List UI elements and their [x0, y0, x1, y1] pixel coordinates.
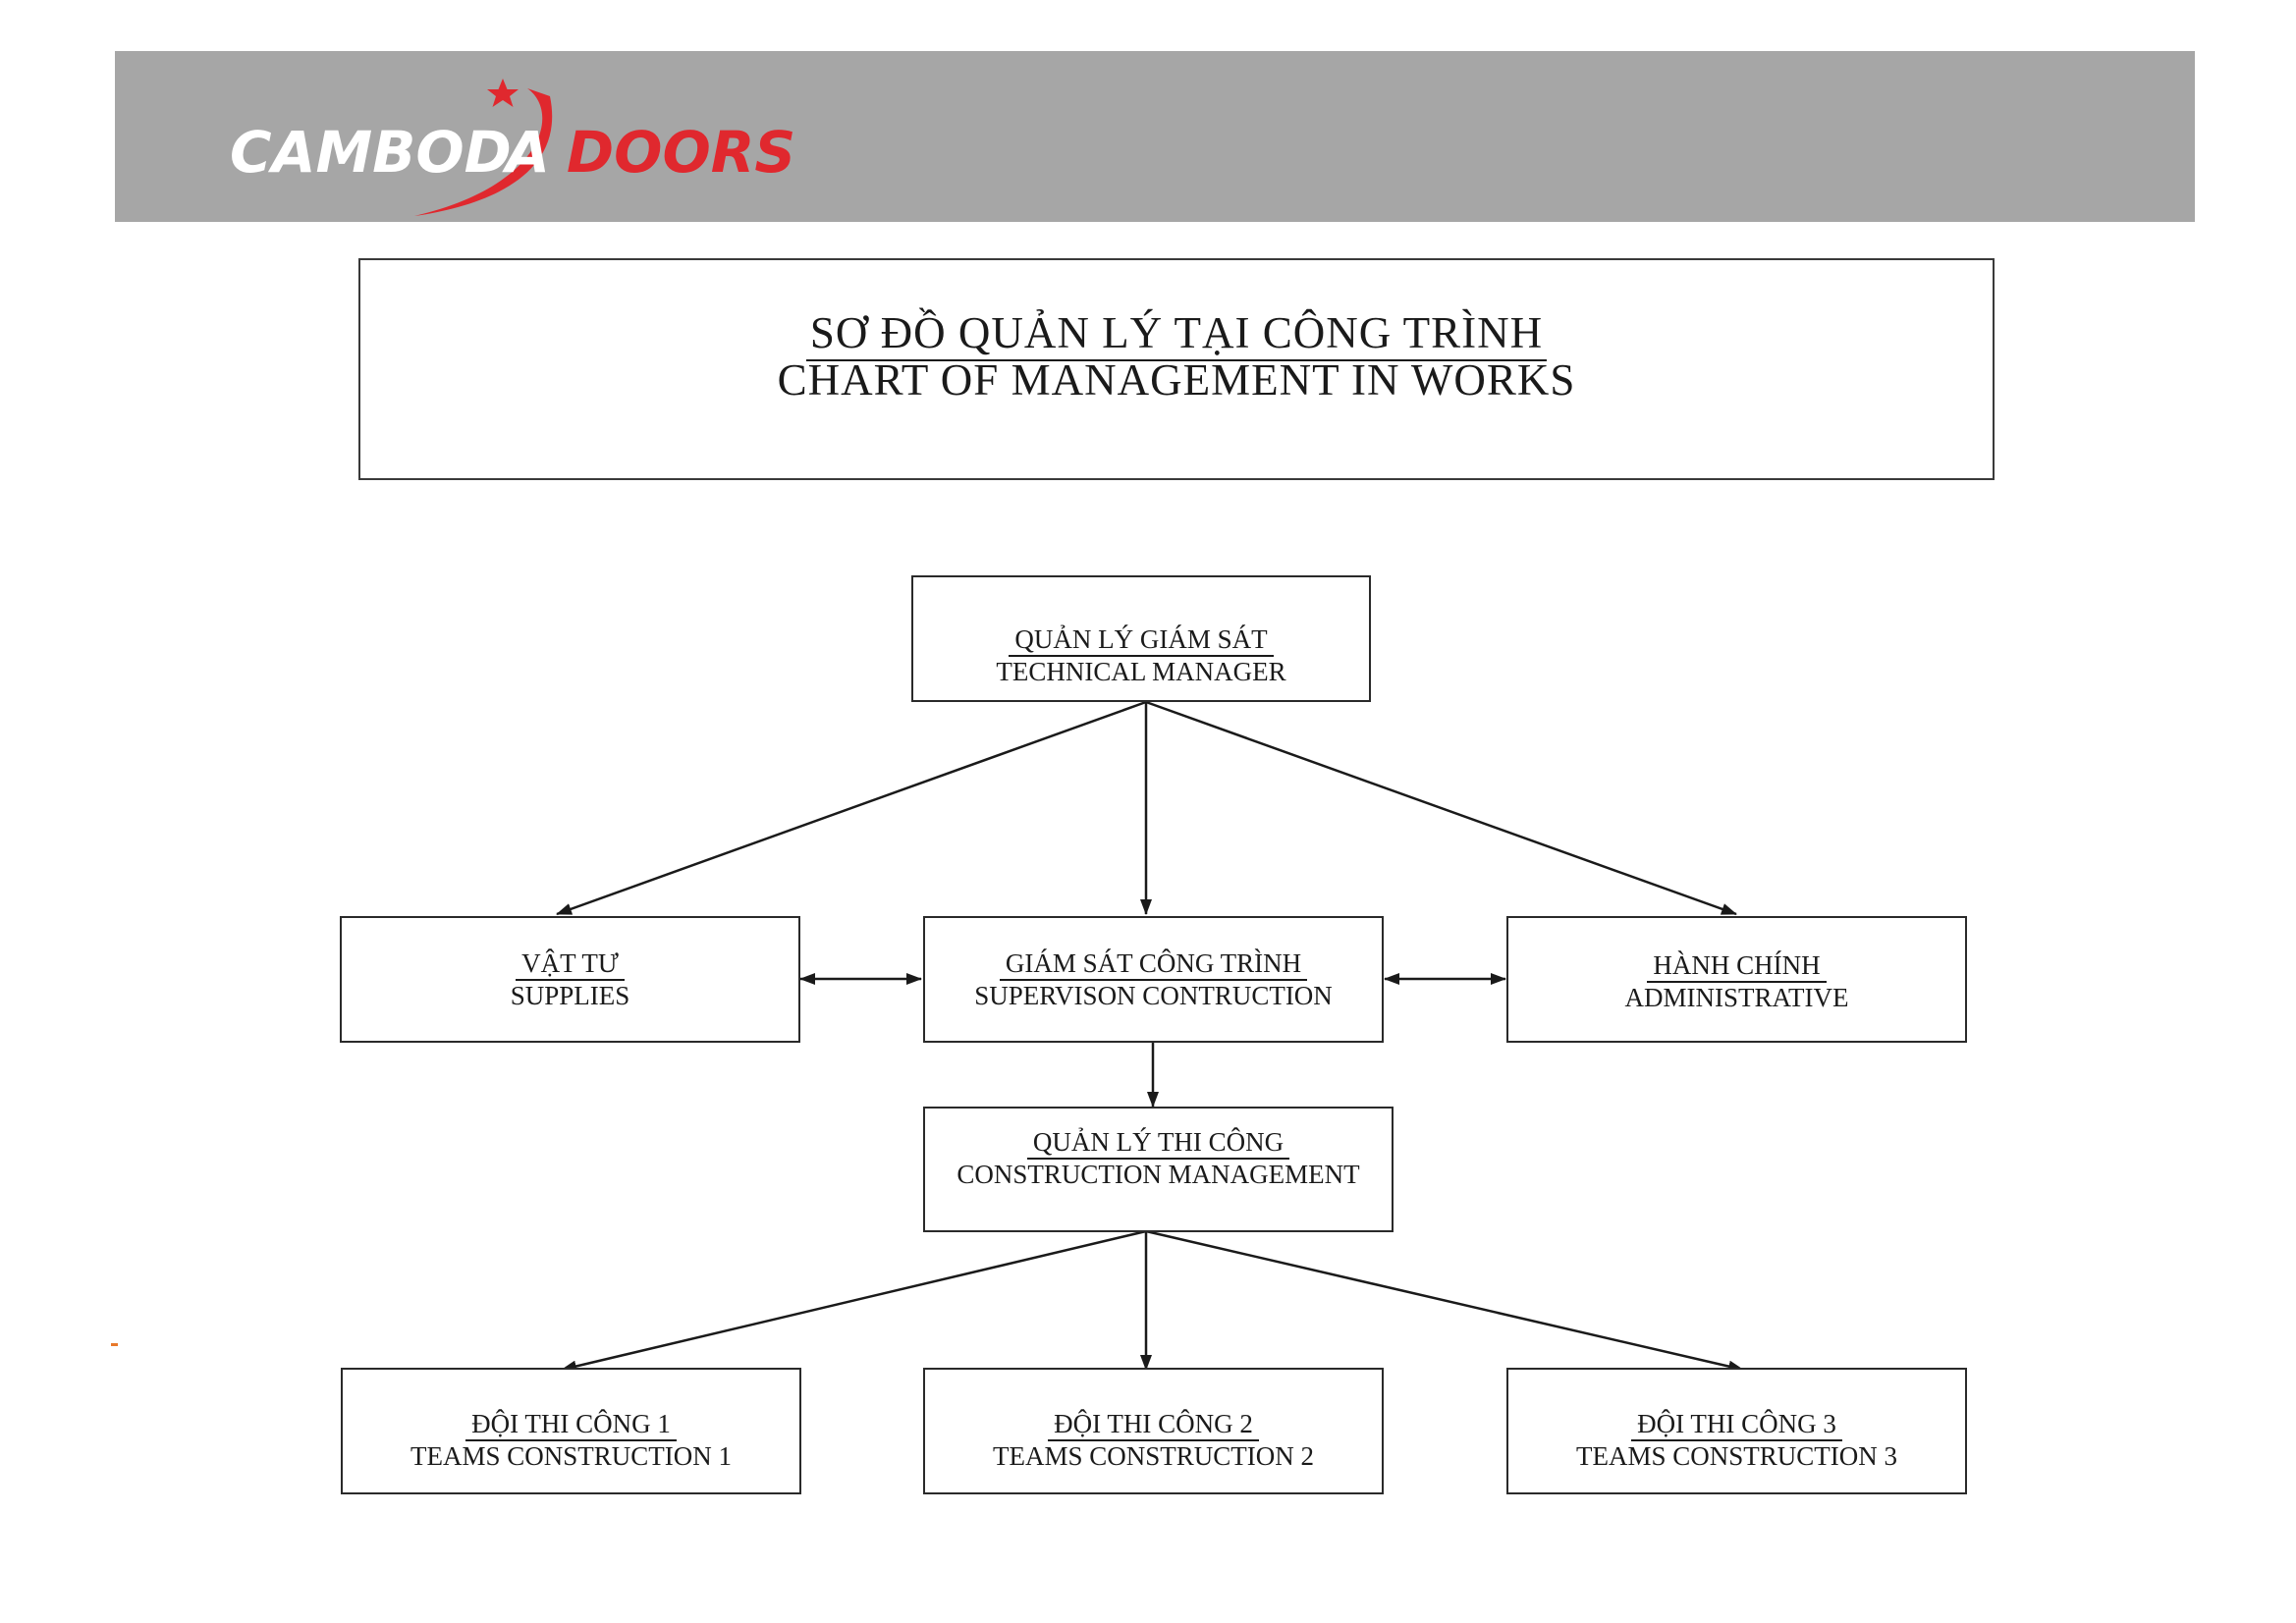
chart-title-en: CHART OF MANAGEMENT IN WORKS: [777, 355, 1576, 405]
node-administrative-en: ADMINISTRATIVE: [1624, 983, 1849, 1012]
logo-star-icon: [487, 79, 519, 107]
node-supplies-vi: VẬT TƯ: [516, 948, 625, 981]
edge-tm-supplies: [556, 700, 1147, 916]
stray-dash-mark: [111, 1343, 118, 1346]
node-supervision-vi: GIÁM SÁT CÔNG TRÌNH: [999, 948, 1308, 981]
logo-text-left: CAMBOD: [230, 119, 512, 186]
node-administrative-label: HÀNH CHÍNH ADMINISTRATIVE: [1508, 950, 1965, 1012]
node-construction-management-en: CONSTRUCTION MANAGEMENT: [957, 1160, 1360, 1189]
node-technical-manager-en: TECHNICAL MANAGER: [996, 657, 1286, 686]
node-team-3-vi: ĐỘI THI CÔNG 3: [1631, 1409, 1842, 1441]
node-technical-manager-label: QUẢN LÝ GIÁM SÁT TECHNICAL MANAGER: [913, 624, 1369, 686]
node-team-2-vi: ĐỘI THI CÔNG 2: [1048, 1409, 1259, 1441]
edge-cm-team1: [561, 1229, 1147, 1373]
node-team-3-en: TEAMS CONSTRUCTION 3: [1575, 1441, 1898, 1471]
node-supervision-label: GIÁM SÁT CÔNG TRÌNH SUPERVISON CONTRUCTI…: [925, 948, 1382, 1010]
chart-title-vi: SƠ ĐỒ QUẢN LÝ TẠI CÔNG TRÌNH: [360, 307, 1993, 361]
chart-title-vi-text: SƠ ĐỒ QUẢN LÝ TẠI CÔNG TRÌNH: [805, 308, 1548, 361]
node-team-2-label: ĐỘI THI CÔNG 2 TEAMS CONSTRUCTION 2: [925, 1409, 1382, 1471]
node-construction-management-vi: QUẢN LÝ THI CÔNG: [1026, 1127, 1290, 1160]
node-supplies: VẬT TƯ SUPPLIES: [340, 916, 800, 1043]
node-team-1-label: ĐỘI THI CÔNG 1 TEAMS CONSTRUCTION 1: [343, 1409, 799, 1471]
node-team-3: ĐỘI THI CÔNG 3 TEAMS CONSTRUCTION 3: [1506, 1368, 1967, 1494]
node-team-1: ĐỘI THI CÔNG 1 TEAMS CONSTRUCTION 1: [341, 1368, 801, 1494]
node-administrative: HÀNH CHÍNH ADMINISTRATIVE: [1506, 916, 1967, 1043]
node-supplies-en: SUPPLIES: [510, 981, 630, 1010]
node-supplies-label: VẬT TƯ SUPPLIES: [342, 948, 798, 1010]
node-supervision: GIÁM SÁT CÔNG TRÌNH SUPERVISON CONTRUCTI…: [923, 916, 1384, 1043]
node-administrative-vi: HÀNH CHÍNH: [1647, 950, 1827, 983]
cambodia-doors-logo: CAMBOD A DOORS: [228, 69, 817, 226]
header-band: [115, 51, 2195, 222]
node-technical-manager: QUẢN LÝ GIÁM SÁT TECHNICAL MANAGER: [911, 575, 1371, 702]
chart-title-box: SƠ ĐỒ QUẢN LÝ TẠI CÔNG TRÌNH CHART OF MA…: [358, 258, 1995, 480]
node-technical-manager-vi: QUẢN LÝ GIÁM SÁT: [1009, 624, 1274, 657]
node-supervision-en: SUPERVISON CONTRUCTION: [974, 981, 1333, 1010]
node-team-3-label: ĐỘI THI CÔNG 3 TEAMS CONSTRUCTION 3: [1508, 1409, 1965, 1471]
node-team-1-en: TEAMS CONSTRUCTION 1: [410, 1441, 733, 1471]
node-construction-management-label: QUẢN LÝ THI CÔNG CONSTRUCTION MANAGEMENT: [925, 1127, 1392, 1189]
node-construction-management: QUẢN LÝ THI CÔNG CONSTRUCTION MANAGEMENT: [923, 1107, 1394, 1232]
logo-text-right: DOORS: [567, 119, 795, 186]
edge-cm-team3: [1145, 1229, 1744, 1373]
node-team-1-vi: ĐỘI THI CÔNG 1: [465, 1409, 677, 1441]
logo-text-mid: A: [502, 119, 550, 186]
node-team-2: ĐỘI THI CÔNG 2 TEAMS CONSTRUCTION 2: [923, 1368, 1384, 1494]
node-team-2-en: TEAMS CONSTRUCTION 2: [992, 1441, 1315, 1471]
edge-tm-administrative: [1145, 700, 1737, 916]
